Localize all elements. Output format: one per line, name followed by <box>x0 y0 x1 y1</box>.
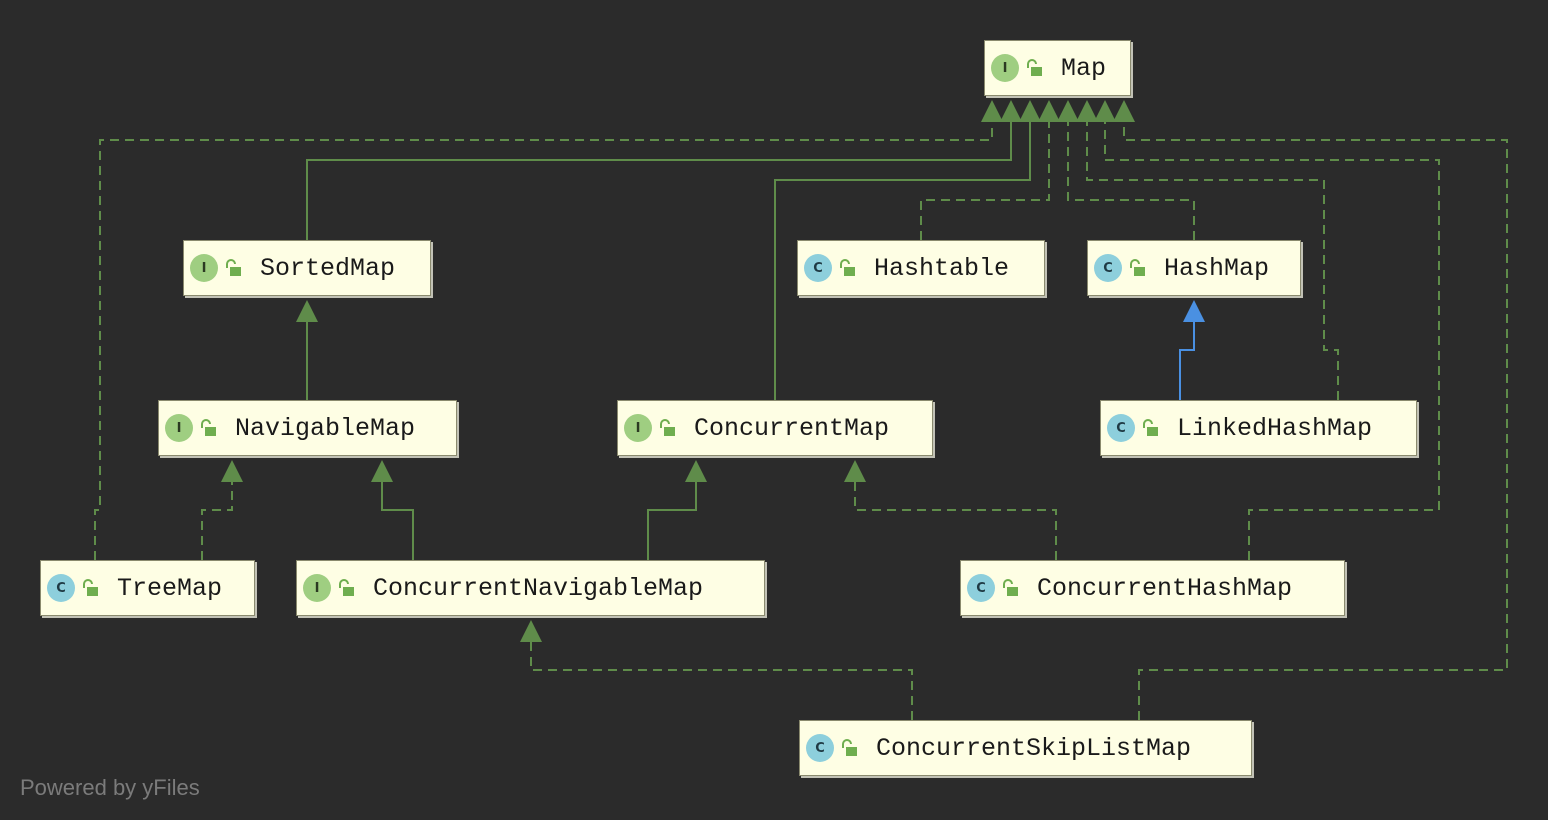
edge-sortedmap-map <box>306 100 1022 240</box>
interface-badge-icon: I <box>624 414 652 442</box>
node-map[interactable]: I Map <box>984 40 1131 96</box>
edge-concurrenthashmap-map <box>1094 100 1440 560</box>
node-label: ConcurrentSkipListMap <box>876 733 1192 763</box>
edge-treemap-map <box>94 100 1003 560</box>
interface-badge-icon: I <box>190 254 218 282</box>
node-label: TreeMap <box>117 573 223 603</box>
unlocked-padlock-icon <box>226 259 241 276</box>
unlocked-padlock-icon <box>1143 419 1158 436</box>
node-label: HashMap <box>1164 253 1270 283</box>
unlocked-padlock-icon <box>1027 59 1042 76</box>
edge-concurrentmap-map <box>774 100 1041 400</box>
node-concurrentskiplistmap[interactable]: C ConcurrentSkipListMap <box>799 720 1252 776</box>
node-label: SortedMap <box>260 253 396 283</box>
node-concurrentnavigablemap[interactable]: I ConcurrentNavigableMap <box>296 560 765 616</box>
unlocked-padlock-icon <box>201 419 216 436</box>
edge-concurrentskiplistmap-concurrentnavigablemap <box>520 620 913 720</box>
edge-linkedhashmap-map <box>1076 100 1339 400</box>
node-label: ConcurrentHashMap <box>1037 573 1293 603</box>
class-badge-icon: C <box>804 254 832 282</box>
class-badge-icon: C <box>1107 414 1135 442</box>
edge-concurrenthashmap-concurrentmap <box>844 460 1057 560</box>
node-sortedmap[interactable]: I SortedMap <box>183 240 431 296</box>
powered-by-footer: Powered by yFiles <box>20 775 200 800</box>
unlocked-padlock-icon <box>339 579 354 596</box>
edge-concurrentnavigablemap-concurrentmap <box>647 460 707 560</box>
unlocked-padlock-icon <box>1003 579 1018 596</box>
unlocked-padlock-icon <box>83 579 98 596</box>
node-navigablemap[interactable]: I NavigableMap <box>158 400 457 456</box>
node-label: Map <box>1061 53 1107 83</box>
interface-badge-icon: I <box>991 54 1019 82</box>
edge-treemap-navigablemap <box>201 460 243 560</box>
class-badge-icon: C <box>967 574 995 602</box>
node-label: Hashtable <box>874 253 1010 283</box>
node-treemap[interactable]: C TreeMap <box>40 560 255 616</box>
node-hashtable[interactable]: C Hashtable <box>797 240 1045 296</box>
class-badge-icon: C <box>1094 254 1122 282</box>
node-label: LinkedHashMap <box>1177 413 1373 443</box>
node-label: ConcurrentMap <box>694 413 890 443</box>
node-label: ConcurrentNavigableMap <box>373 573 704 603</box>
unlocked-padlock-icon <box>1130 259 1145 276</box>
node-concurrenthashmap[interactable]: C ConcurrentHashMap <box>960 560 1345 616</box>
class-badge-icon: C <box>806 734 834 762</box>
interface-badge-icon: I <box>165 414 193 442</box>
node-hashmap[interactable]: C HashMap <box>1087 240 1301 296</box>
edge-hashmap-map <box>1057 100 1195 240</box>
edge-concurrentskiplistmap-map <box>1113 100 1508 720</box>
edge-hashtable-map <box>920 100 1060 240</box>
unlocked-padlock-icon <box>660 419 675 436</box>
unlocked-padlock-icon <box>840 259 855 276</box>
edge-concurrentnavigablemap-navigablemap <box>371 460 414 560</box>
edge-linkedhashmap-hashmap <box>1179 300 1205 400</box>
interface-badge-icon: I <box>303 574 331 602</box>
class-badge-icon: C <box>47 574 75 602</box>
node-label: NavigableMap <box>235 413 416 443</box>
node-concurrentmap[interactable]: I ConcurrentMap <box>617 400 933 456</box>
unlocked-padlock-icon <box>842 739 857 756</box>
edge-navigablemap-sortedmap <box>296 300 318 400</box>
node-linkedhashmap[interactable]: C LinkedHashMap <box>1100 400 1417 456</box>
